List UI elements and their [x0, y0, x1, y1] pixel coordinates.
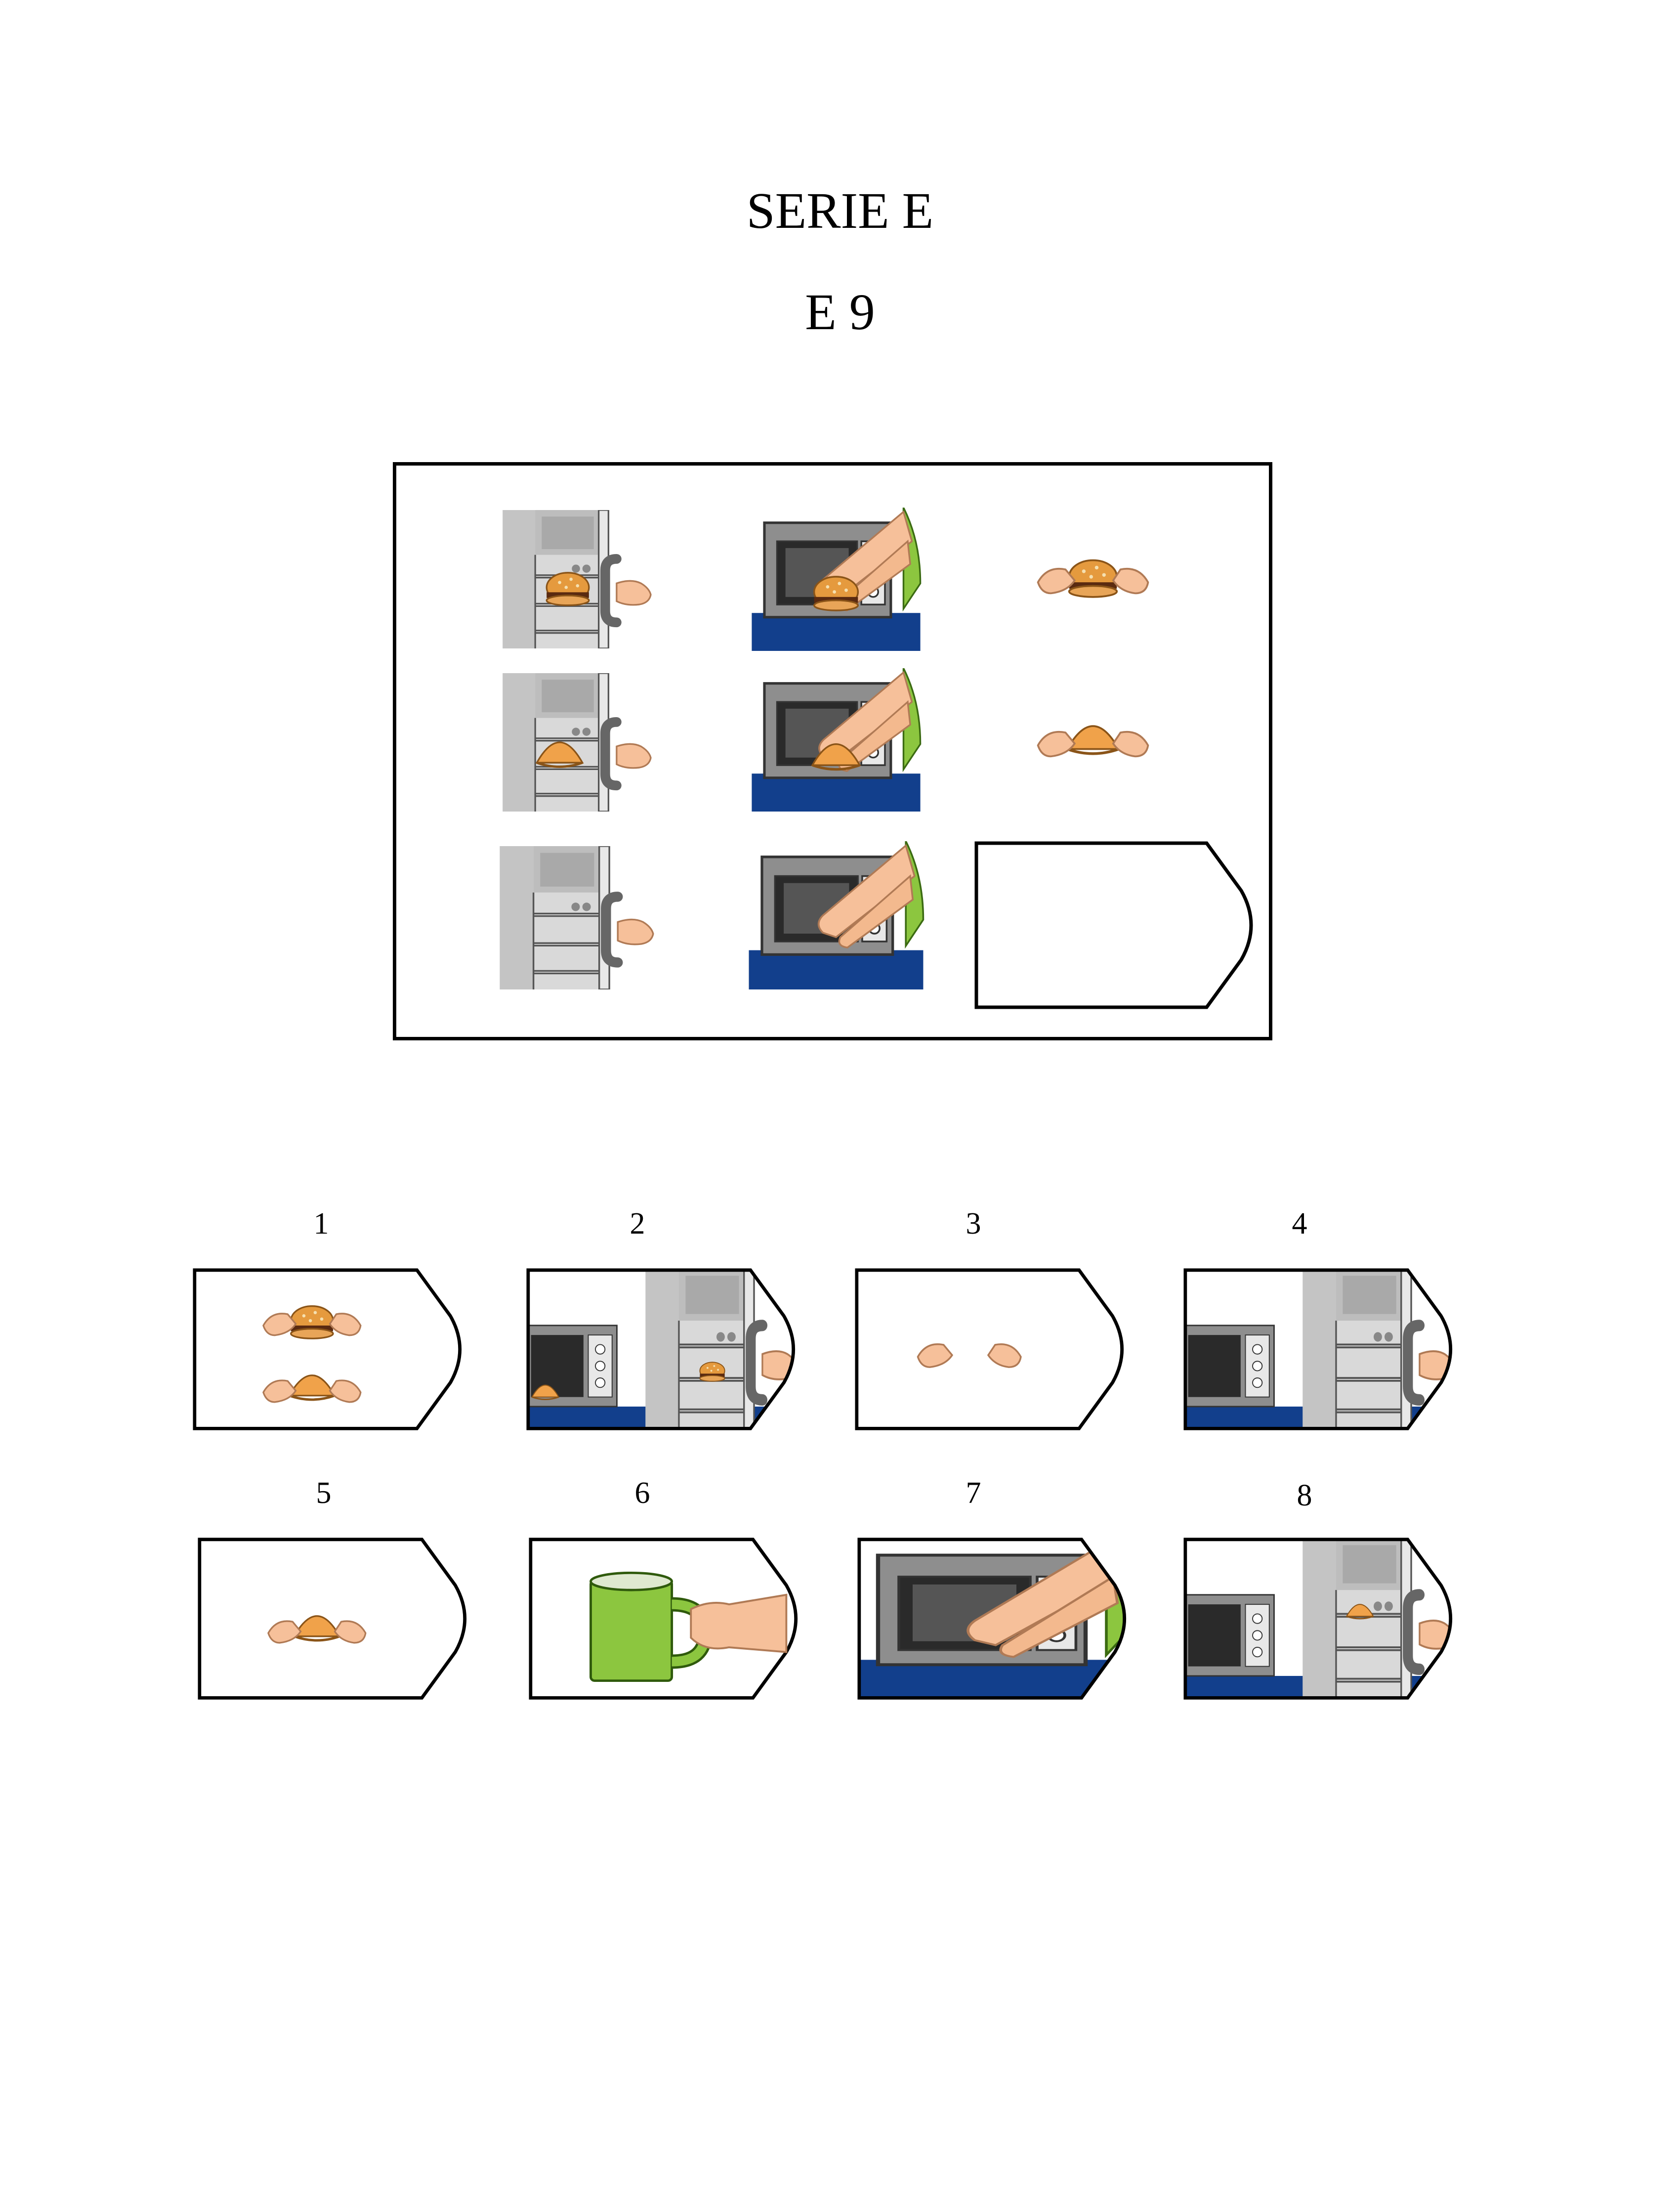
- option-3[interactable]: [855, 1258, 1132, 1443]
- option-2[interactable]: [526, 1258, 803, 1443]
- fridge-empty-image: [480, 846, 688, 989]
- option-label-4: 4: [1292, 1207, 1307, 1241]
- item-title: E 9: [805, 284, 875, 341]
- hands-burger-image: [1037, 559, 1149, 598]
- option-label-5: 5: [316, 1476, 332, 1510]
- microwave-hands-empanada-image: [722, 668, 950, 812]
- problem-matrix: [393, 462, 1272, 1040]
- green-mug-icon: [589, 1571, 788, 1682]
- series-title: SERIE E: [746, 182, 934, 239]
- option-7[interactable]: [857, 1527, 1134, 1713]
- fridge-with-empanada-image: [480, 673, 688, 812]
- hands-empanada-image: [1037, 703, 1149, 758]
- fridge-with-burger-image: [480, 510, 688, 648]
- option-label-3: 3: [966, 1207, 981, 1241]
- option-label-2: 2: [630, 1207, 645, 1241]
- microwave-hands-empty-image: [722, 841, 950, 989]
- option-label-7: 7: [966, 1476, 981, 1510]
- option-4[interactable]: [1183, 1258, 1460, 1443]
- option-label-1: 1: [313, 1207, 329, 1241]
- answer-slot[interactable]: [974, 834, 1261, 1019]
- option-label-8: 8: [1297, 1479, 1312, 1512]
- option-label-6: 6: [634, 1476, 650, 1510]
- microwave-hands-burger-image: [722, 508, 950, 651]
- option-1[interactable]: [193, 1258, 469, 1443]
- option-5[interactable]: [198, 1527, 474, 1713]
- option-8[interactable]: [1183, 1527, 1460, 1713]
- option-6[interactable]: [529, 1527, 805, 1713]
